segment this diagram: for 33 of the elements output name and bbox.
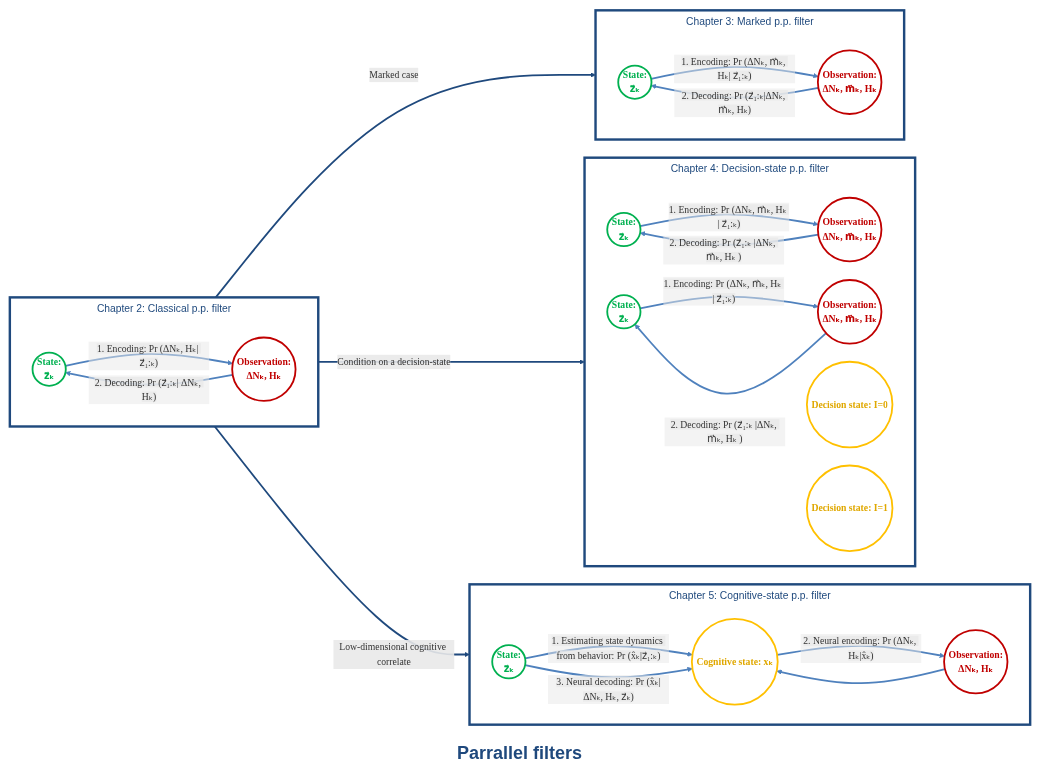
node-circle: Observation: ΔNₖ, m⃗ₖ, Hₖ: [816, 279, 882, 345]
edge-label: 1. Encoding: Pr (ΔNₖ, m⃗ₖ, Hₖ | z⃗₁:ₖ): [668, 204, 787, 230]
edge-label: 3. Neural decoding: Pr (x̂ₖ|ΔNₖ, Hₖ, z⃗ₖ): [555, 676, 661, 702]
arrow: [638, 213, 819, 228]
edge-label: 1. Encoding: Pr (ΔNₖ, m⃗ₖ, Hₖ | z⃗₁:ₖ): [663, 278, 781, 304]
arrow: [634, 324, 827, 395]
note-text: Parrallel filters: [456, 742, 583, 764]
edge-label: 1. Encoding: Pr (ΔNₖ, Hₖ| z⃗₁:ₖ): [96, 343, 198, 369]
edge-label: 2. Decoding: Pr (z⃗₁:ₖ| ΔNₖ, Hₖ): [94, 377, 201, 402]
node-circle: Observation: ΔNₖ, m⃗ₖ, Hₖ: [816, 196, 882, 263]
edge-label: 2. Decoding: Pr (z⃗₁:ₖ|ΔNₖ, m⃗ₖ, Hₖ): [681, 90, 785, 115]
arrow: [775, 668, 946, 685]
edge-label: 2. Decoding: Pr (z⃗₁:ₖ |ΔNₖ, m⃗ₖ, Hₖ ): [668, 237, 775, 263]
node-circle: State: z⃗ₖ: [31, 351, 67, 387]
node-circle: State: z⃗ₖ: [605, 212, 641, 248]
node-circle: Observation: ΔNₖ, Hₖ: [230, 336, 296, 402]
edge-label: Marked case: [368, 69, 418, 80]
node-circle: Cognitive state: xₖ: [690, 617, 779, 706]
node-circle: Observation: ΔNₖ, m⃗ₖ, Hₖ: [816, 49, 882, 115]
node-circle: State: z⃗ₖ: [605, 294, 641, 330]
node-circle: Decision state: I=0: [805, 360, 893, 449]
node-circle: State: z⃗ₖ: [490, 644, 526, 680]
node-circle: State: z⃗ₖ: [616, 64, 652, 100]
edge-label: 2. Decoding: Pr (z⃗₁:ₖ |ΔNₖ, m⃗ₖ, Hₖ ): [670, 419, 777, 444]
arrow: [649, 66, 819, 80]
node-circle: Decision state: I=1: [805, 464, 893, 552]
node-circle: Observation: ΔNₖ, Hₖ: [942, 629, 1008, 695]
edge-label: Condition on a decision-state: [336, 356, 450, 367]
edge-label: 1. Estimating state dynamics from behavior: Pr (x̂ₖ|z⃗₁:ₖ): [551, 635, 663, 661]
arrow: [64, 353, 233, 367]
edge-label: 1. Encoding: Pr (ΔNₖ, m⃗ₖ, Hₖ| z⃗₁:ₖ): [680, 56, 785, 82]
edge-label: 2. Neural encoding: Pr (ΔNₖ, Hₖ|x̂ₖ): [802, 635, 916, 661]
edge-label: Low-dimensional cognitive correlate: [338, 641, 446, 667]
